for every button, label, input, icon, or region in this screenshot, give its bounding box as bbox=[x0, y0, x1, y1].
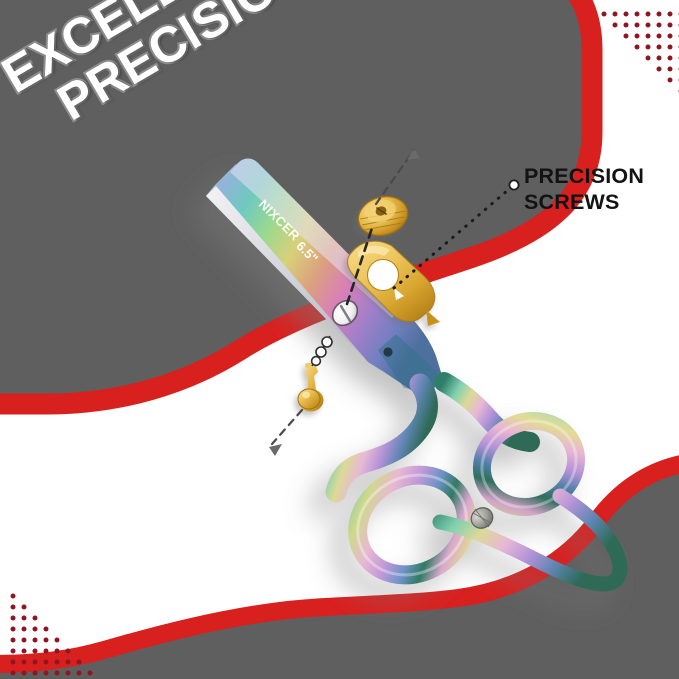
tension-adjust-screw bbox=[470, 507, 494, 529]
leader-dotted-right bbox=[392, 179, 520, 290]
leader-dashed-pivot bbox=[345, 226, 374, 306]
shank-right bbox=[434, 372, 540, 452]
dot-grid-bottom-left bbox=[10, 593, 93, 676]
handle-ring-right bbox=[472, 411, 586, 517]
callout-line-2: SCREWS bbox=[524, 190, 620, 215]
shank-left bbox=[325, 373, 438, 503]
knurled-screw-nut bbox=[357, 195, 409, 237]
pivot-screw-hole bbox=[331, 299, 359, 327]
finger-rest-tang bbox=[432, 488, 628, 592]
blade-pin-hole bbox=[383, 347, 393, 357]
callout-precision-screws: PRECISION SCREWS bbox=[524, 163, 644, 215]
leader-arrow-top bbox=[374, 148, 420, 206]
leader-bead-chain bbox=[310, 335, 333, 367]
tension-plate bbox=[346, 240, 440, 326]
dot-grid-top-right bbox=[601, 11, 679, 93]
small-gold-screw bbox=[297, 363, 324, 412]
scissors-product bbox=[206, 158, 628, 592]
leader-arrow-bottom bbox=[269, 408, 304, 456]
handle-ring-left bbox=[348, 465, 476, 585]
callout-line-1: PRECISION bbox=[524, 164, 645, 188]
swoosh-bottom-right bbox=[0, 455, 679, 679]
